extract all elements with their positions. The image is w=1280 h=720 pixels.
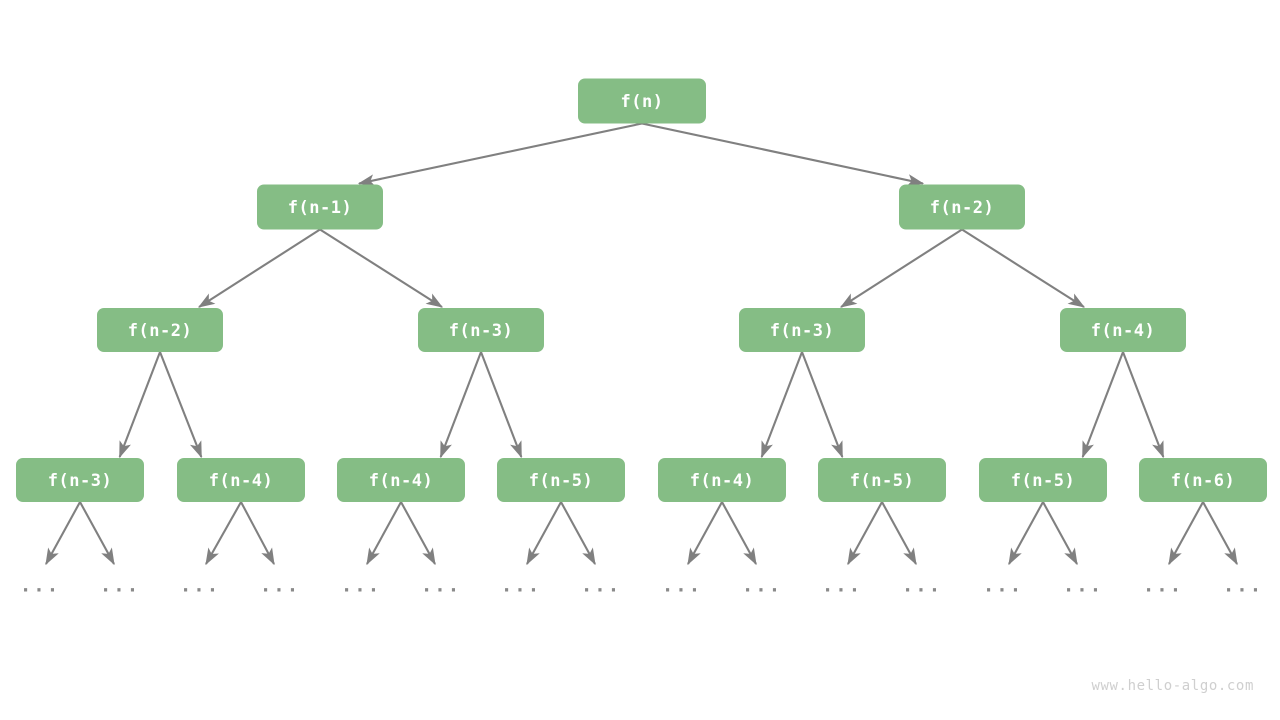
tree-edge xyxy=(197,228,321,308)
ellipsis-layer: ........................................… xyxy=(20,575,1263,597)
node-label: f(n-3) xyxy=(770,321,834,341)
node-label: f(n-5) xyxy=(529,471,593,491)
tree-edge xyxy=(79,501,115,566)
node-box xyxy=(257,184,383,230)
node-box xyxy=(739,308,865,352)
tree-edge xyxy=(1008,501,1044,566)
tree-edge xyxy=(439,351,482,459)
node-label: f(n-4) xyxy=(690,471,754,491)
tree-edge xyxy=(1042,501,1078,566)
ellipsis-mark: ... xyxy=(581,575,621,597)
watermark: www.hello-algo.com xyxy=(1091,678,1254,694)
tree-node[interactable]: f(n-3) xyxy=(418,308,544,352)
tree-node[interactable]: f(n-3) xyxy=(739,308,865,352)
tree-edge xyxy=(641,122,925,187)
node-box xyxy=(899,184,1025,230)
node-box xyxy=(418,308,544,352)
ellipsis-mark: ... xyxy=(100,575,140,597)
tree-edge xyxy=(687,501,723,566)
node-box xyxy=(497,458,625,502)
tree-edge xyxy=(801,351,844,459)
tree-edge xyxy=(560,501,596,566)
tree-node[interactable]: f(n-5) xyxy=(497,458,625,502)
tree-edge xyxy=(366,501,402,566)
tree-edge xyxy=(118,351,161,459)
tree-node[interactable]: f(n-2) xyxy=(899,184,1025,230)
tree-edge xyxy=(400,501,436,566)
ellipsis-mark: ... xyxy=(822,575,862,597)
tree-edge xyxy=(526,501,562,566)
node-label: f(n-4) xyxy=(369,471,433,491)
tree-edge xyxy=(760,351,803,459)
tree-edge xyxy=(839,228,963,308)
tree-node[interactable]: f(n-5) xyxy=(818,458,946,502)
tree-node[interactable]: f(n-6) xyxy=(1139,458,1267,502)
node-box xyxy=(97,308,223,352)
node-label: f(n-5) xyxy=(1011,471,1075,491)
tree-edge xyxy=(357,122,643,187)
node-label: f(n-5) xyxy=(850,471,914,491)
node-box xyxy=(979,458,1107,502)
node-label: f(n-4) xyxy=(1091,321,1155,341)
ellipsis-mark: ... xyxy=(742,575,782,597)
tree-node[interactable]: f(n-4) xyxy=(658,458,786,502)
node-box xyxy=(177,458,305,502)
node-label: f(n) xyxy=(621,92,664,112)
node-label: f(n-1) xyxy=(288,198,352,218)
node-box xyxy=(578,78,706,124)
node-box xyxy=(1060,308,1186,352)
ellipsis-mark: ... xyxy=(180,575,220,597)
ellipsis-mark: ... xyxy=(662,575,702,597)
node-box xyxy=(658,458,786,502)
tree-edge xyxy=(847,501,883,566)
ellipsis-mark: ... xyxy=(1143,575,1183,597)
node-label: f(n-6) xyxy=(1171,471,1235,491)
tree-node[interactable]: f(n-5) xyxy=(979,458,1107,502)
node-label: f(n-4) xyxy=(209,471,273,491)
ellipsis-mark: ... xyxy=(421,575,461,597)
tree-edge xyxy=(721,501,757,566)
ellipsis-mark: ... xyxy=(1063,575,1103,597)
edges-layer xyxy=(45,122,1238,566)
tree-edge xyxy=(480,351,523,459)
ellipsis-mark: ... xyxy=(983,575,1023,597)
tree-node[interactable]: f(n-1) xyxy=(257,184,383,230)
node-label: f(n-2) xyxy=(128,321,192,341)
nodes-layer: f(n) f(n-1) f(n-2) f(n-2) f(n-3) f(n-3) f(n-4)… xyxy=(16,78,1267,502)
tree-node[interactable]: f(n-3) xyxy=(16,458,144,502)
tree-edge xyxy=(1202,501,1238,566)
ellipsis-mark: ... xyxy=(501,575,541,597)
tree-node[interactable]: f(n) xyxy=(578,78,706,124)
node-label: f(n-3) xyxy=(48,471,112,491)
tree-node[interactable]: f(n-2) xyxy=(97,308,223,352)
ellipsis-mark: ... xyxy=(902,575,942,597)
node-label: f(n-3) xyxy=(449,321,513,341)
tree-edge xyxy=(159,351,203,459)
tree-edge xyxy=(45,501,81,566)
tree-edge xyxy=(1081,351,1124,459)
node-box xyxy=(16,458,144,502)
ellipsis-mark: ... xyxy=(1223,575,1263,597)
ellipsis-mark: ... xyxy=(20,575,60,597)
node-box xyxy=(337,458,465,502)
tree-edge xyxy=(881,501,917,566)
tree-node[interactable]: f(n-4) xyxy=(1060,308,1186,352)
tree-edge xyxy=(1122,351,1165,459)
tree-edge xyxy=(961,228,1086,308)
tree-edge xyxy=(319,228,444,308)
node-box xyxy=(818,458,946,502)
tree-edge xyxy=(240,501,275,566)
tree-edge xyxy=(1168,501,1204,566)
node-label: f(n-2) xyxy=(930,198,994,218)
ellipsis-mark: ... xyxy=(341,575,381,597)
tree-edge xyxy=(205,501,242,566)
tree-node[interactable]: f(n-4) xyxy=(177,458,305,502)
ellipsis-mark: ... xyxy=(260,575,300,597)
node-box xyxy=(1139,458,1267,502)
tree-node[interactable]: f(n-4) xyxy=(337,458,465,502)
